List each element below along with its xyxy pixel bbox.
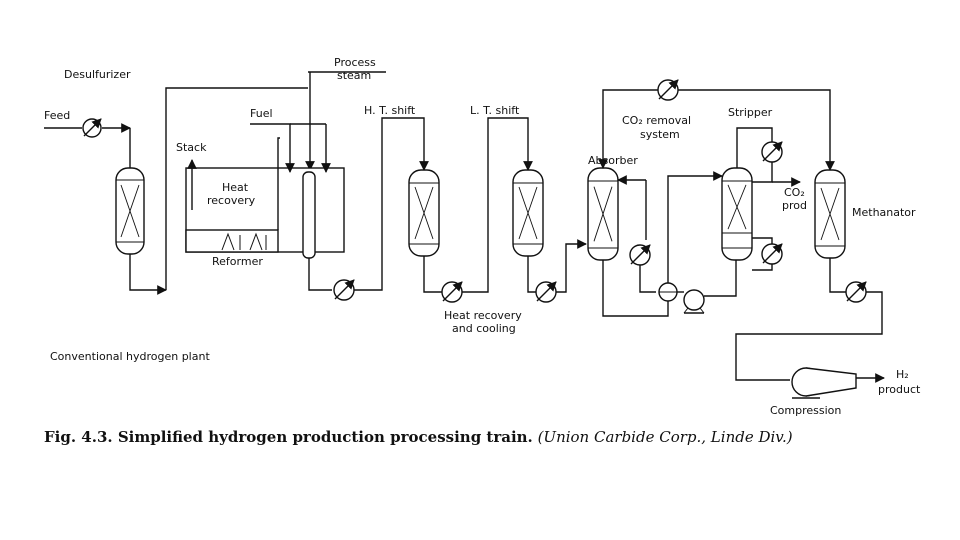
label-ht-shift: H. T. shift xyxy=(364,104,416,117)
methanator-outlet-line xyxy=(829,258,846,293)
lt-shift-outlet-line xyxy=(527,256,536,293)
ht-shift-outlet-line xyxy=(423,256,442,293)
label-co2-removal-1: CO₂ removal xyxy=(622,114,691,127)
compression-inlet-line xyxy=(735,291,883,381)
label-process-steam-1: Process xyxy=(334,56,376,69)
caption-main: Fig. 4.3. Simplified hydrogen production… xyxy=(44,428,533,446)
label-h2-product-1: H₂ xyxy=(896,368,909,381)
label-methanator: Methanator xyxy=(852,206,916,219)
solvent-cross-exchanger xyxy=(658,282,678,302)
absorber-inlet-line xyxy=(556,239,587,293)
label-feed: Feed xyxy=(44,109,70,122)
label-conventional-hydrogen-plant: Conventional hydrogen plant xyxy=(50,350,210,363)
label-heat-recovery-cooling-1: Heat recovery xyxy=(444,309,522,322)
absorber-vessel xyxy=(587,167,619,261)
label-heat-recovery-1: Heat xyxy=(222,181,249,194)
label-reformer: Reformer xyxy=(212,255,263,268)
label-co2-prod-1: CO₂ xyxy=(784,186,805,199)
solvent-pump xyxy=(683,289,705,314)
label-stack: Stack xyxy=(176,141,207,154)
label-h2-product-2: product xyxy=(878,383,921,396)
lt-shift-inlet-line xyxy=(462,117,533,293)
label-stripper: Stripper xyxy=(728,106,773,119)
ht-outlet-exchanger xyxy=(441,281,463,303)
desulfurizer-vessel xyxy=(115,167,167,295)
stripper-overhead-line xyxy=(736,127,773,168)
lt-shift-vessel xyxy=(512,169,544,257)
feed-heat-exchanger xyxy=(82,118,102,138)
stripper-feed-line xyxy=(667,171,723,283)
lean-solvent-exchanger xyxy=(629,244,651,266)
feed-line xyxy=(44,123,131,168)
fuel-line xyxy=(250,123,331,173)
process-steam-line xyxy=(305,71,386,171)
label-heat-recovery-cooling-2: and cooling xyxy=(452,322,516,335)
methanator-inlet-line xyxy=(678,89,835,171)
absorber-overhead-line xyxy=(598,89,660,169)
methanator-vessel xyxy=(814,169,846,259)
ht-shift-vessel xyxy=(408,169,440,257)
label-desulfurizer: Desulfurizer xyxy=(64,68,131,81)
lt-outlet-exchanger xyxy=(535,281,557,303)
methanator-outlet-exchanger xyxy=(845,281,867,303)
label-compression: Compression xyxy=(770,404,841,417)
rich-solvent-line xyxy=(602,260,669,317)
reboiler-line xyxy=(752,237,773,244)
stripper-vessel xyxy=(721,167,753,261)
label-heat-recovery-2: recovery xyxy=(207,194,256,207)
label-lt-shift: L. T. shift xyxy=(470,104,520,117)
label-process-steam-2: steam xyxy=(337,69,371,82)
reformer-outlet-exchanger xyxy=(333,279,355,301)
overhead-exchanger xyxy=(657,79,679,101)
ht-shift-inlet-line xyxy=(354,117,429,291)
reformer-outlet-line xyxy=(308,258,332,291)
label-fuel: Fuel xyxy=(250,107,273,120)
figure-caption: Fig. 4.3. Simplified hydrogen production… xyxy=(44,428,793,446)
reformer-furnace xyxy=(185,137,345,259)
label-absorber: Absorber xyxy=(588,154,638,167)
compressor xyxy=(791,367,857,399)
desulfurized-feed-line xyxy=(165,87,308,290)
caption-source: (Union Carbide Corp., Linde Div.) xyxy=(537,428,793,446)
stripper-reboiler xyxy=(761,243,783,265)
label-co2-prod-2: prod xyxy=(782,199,807,212)
stripper-condenser xyxy=(761,141,783,163)
label-co2-removal-2: system xyxy=(640,128,680,141)
